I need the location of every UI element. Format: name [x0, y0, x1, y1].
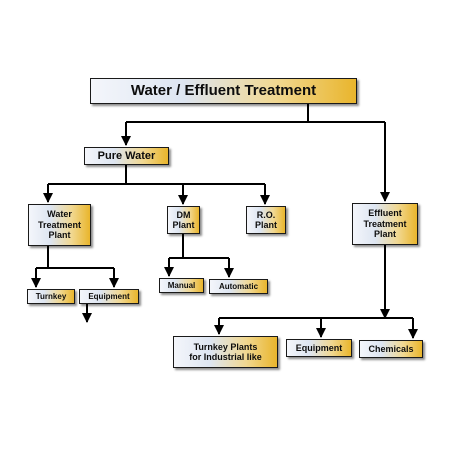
- water-effluent-treatment-node: Water / Effluent Treatment: [90, 78, 357, 104]
- equipment-effluent-node: Equipment: [286, 339, 352, 357]
- manual-node: Manual: [159, 278, 204, 293]
- turnkey-node: Turnkey: [27, 289, 75, 304]
- ro-plant-node: R.O. Plant: [246, 206, 286, 234]
- dm-plant-node: DM Plant: [167, 206, 200, 234]
- effluent-treatment-plant-node: Effluent Treatment Plant: [352, 203, 418, 245]
- automatic-node: Automatic: [209, 279, 268, 294]
- turnkey-plants-industrial-node: Turnkey Plants for Industrial like: [173, 336, 278, 368]
- pure-water-node: Pure Water: [84, 147, 169, 165]
- equipment-water-node: Equipment: [79, 289, 139, 304]
- water-treatment-plant-node: Water Treatment Plant: [28, 204, 91, 246]
- chemicals-node: Chemicals: [359, 340, 423, 358]
